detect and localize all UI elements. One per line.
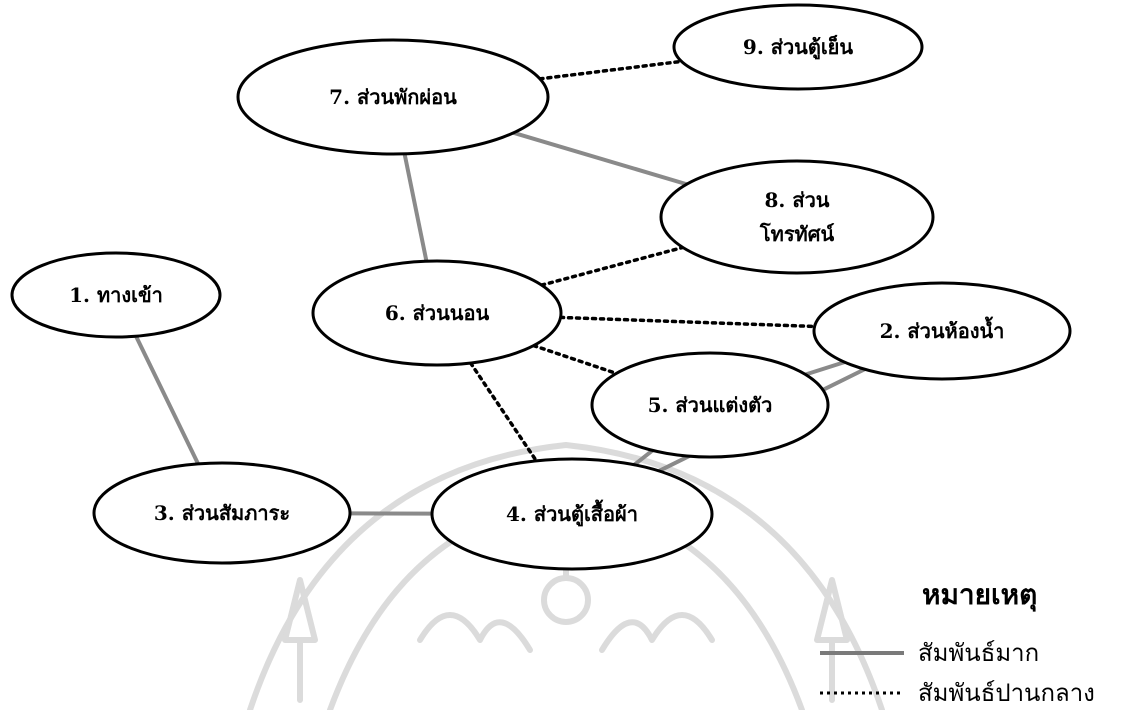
legend-title: หมายเหตุ [922,578,1037,612]
edge-wardrobe-dressing [633,448,654,467]
edge-sleeping-bathroom [558,315,817,329]
legend-strong-label: สัมพันธ์มาก [918,639,1039,667]
node-label-tv-line2: โทรทัศน์ [759,222,835,246]
node-ellipse-dressing [590,351,830,459]
node-ellipse-tv [659,159,935,275]
node-dressing: 5. ส่วนแต่งตัว [590,351,830,459]
node-ellipse-entrance [10,251,222,339]
nodes-layer: 1. ทางเข้า 2. ส่วนห้องน้ำ 3. ส่วนสัมภาระ 4.… [10,3,1072,571]
node-ellipse-sleeping [311,259,563,367]
node-label-sleeping: 6. ส่วนนอน [385,301,490,325]
edge-sleeping-wardrobe [468,361,539,463]
edge-lounge-tv [513,130,688,187]
node-label-entrance: 1. ทางเข้า [69,283,163,307]
legend-moderate-label: สัมพันธ์ปานกลาง [918,679,1095,707]
node-label-bathroom: 2. ส่วนห้องน้ำ [880,316,1005,343]
node-label-tv: 8. ส่วน [765,188,830,212]
edge-sleeping-lounge [402,153,429,262]
edge-sleeping-tv [539,245,685,287]
node-label-lounge: 7. ส่วนพักผ่อน [329,85,457,109]
node-entrance: 1. ทางเข้า [10,251,222,339]
edge-sleeping-dressing [531,343,619,376]
node-label-dressing: 5. ส่วนแต่งตัว [648,393,773,417]
node-ellipse-luggage [92,461,352,565]
node-ellipse-fridge [672,3,924,91]
node-bathroom: 2. ส่วนห้องน้ำ [812,281,1072,381]
node-wardrobe: 4. ส่วนตู้เสื้อผ้า [430,457,714,571]
node-fridge: 9. ส่วนตู้เย็น [672,3,924,91]
legend: หมายเหตุ สัมพันธ์มาก สัมพันธ์ปานกลาง [820,578,1095,707]
node-label-fridge: 9. ส่วนตู้เย็น [743,34,853,61]
node-label-wardrobe: 4. ส่วนตู้เสื้อผ้า [506,499,638,528]
edge-entrance-luggage [134,335,200,465]
node-lounge: 7. ส่วนพักผ่อน [236,38,550,156]
node-ellipse-wardrobe [430,457,714,571]
node-sleeping: 6. ส่วนนอน [311,259,563,367]
edges-layer [134,59,866,516]
edge-lounge-fridge [538,59,684,81]
node-label-luggage: 3. ส่วนสัมภาระ [154,501,290,525]
node-luggage: 3. ส่วนสัมภาระ [92,461,352,565]
node-ellipse-lounge [236,38,550,156]
node-ellipse-bathroom [812,281,1072,381]
edge-dressing-bathroom [804,360,846,377]
